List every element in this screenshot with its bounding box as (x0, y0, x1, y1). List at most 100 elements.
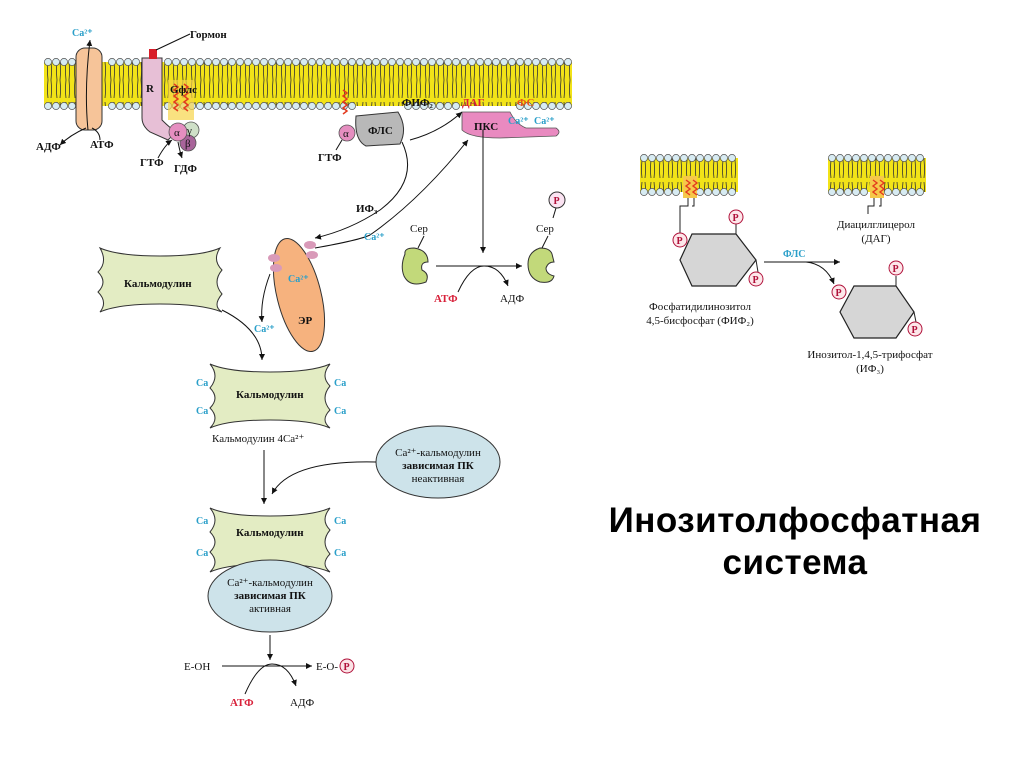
lipid-head (436, 102, 444, 110)
g-protein: Gфлс α γ β ГТФ ГДФ (140, 80, 200, 175)
adp-label-ser: АДФ (500, 293, 524, 305)
lipid-head (260, 58, 268, 66)
lipid-head (212, 58, 220, 66)
ip3-phosphate: P (836, 288, 842, 299)
lipid-head (404, 58, 412, 66)
lipid-head (236, 102, 244, 110)
ca-site: Ca (196, 378, 208, 389)
lipid-head (704, 154, 712, 162)
lipid-head (452, 58, 460, 66)
lipid-head (720, 154, 728, 162)
lipid-head (476, 58, 484, 66)
lipid-head (420, 102, 428, 110)
dag-label: ДАГ (462, 97, 485, 109)
lipid-head (908, 188, 916, 196)
lipid-head (332, 102, 340, 110)
protein-kinase-c: ДАГ ФС ПКС Ca²⁺ Ca²⁺ (409, 97, 560, 141)
second-messenger-arrows: ИФ₃ Ca²⁺ (314, 130, 486, 253)
lipid-head (356, 58, 364, 66)
complex-calmodulin-label: Кальмодулин (236, 527, 304, 539)
adp-label-final: АДФ (290, 697, 314, 709)
lipid-head (444, 58, 452, 66)
lipid-head (332, 58, 340, 66)
lipid-head (340, 58, 348, 66)
lipid-head (540, 102, 548, 110)
ps-label: ФС (517, 97, 534, 109)
lipid-head (412, 102, 420, 110)
pip2-inositol-ring: P P P Фосфатидилинозитол 4,5-бисфосфат (… (646, 209, 764, 327)
lipid-head (680, 154, 688, 162)
lipid-head (892, 154, 900, 162)
phosphate-icon (728, 209, 744, 225)
lipid-head (412, 58, 420, 66)
lipid-head (276, 102, 284, 110)
lipid-head (324, 102, 332, 110)
lipid-head (884, 188, 892, 196)
lipid-head (364, 58, 372, 66)
ca-site: Ca (196, 548, 208, 559)
lipid-head (44, 102, 52, 110)
atp-label: АТФ (90, 139, 114, 151)
lipid-head (460, 58, 468, 66)
pip2-caption-line1: Фосфатидилинозитол (649, 301, 751, 313)
lipid-head (532, 102, 540, 110)
ip3-phosphate: P (893, 264, 899, 275)
plc-reaction-arrow: ФЛС (764, 249, 840, 285)
calmodulin-ca-bound: Кальмодулин Ca Ca Ca Ca Кальмодулин 4Ca²… (196, 363, 346, 504)
lipid-head (556, 58, 564, 66)
plc-enzyme-label: ФЛС (783, 249, 806, 260)
lipid-head (524, 58, 532, 66)
phosphate-icon (339, 658, 355, 674)
serine-phosphorylation-reaction: Сер АТФ АДФ Сер P (401, 191, 566, 305)
g-protein-label: Gфлс (170, 84, 197, 96)
lipid-head (640, 154, 648, 162)
lipid-head (860, 188, 868, 196)
lipid-head (308, 102, 316, 110)
ca-site: Ca (334, 548, 346, 559)
lipid-head (452, 102, 460, 110)
lipid-head (548, 58, 556, 66)
kinase-inactive-line3: неактивная (412, 473, 465, 485)
hormone-receptor: Гормон R (141, 29, 227, 141)
hormone-label: Гормон (190, 29, 227, 41)
gtp-label: ГТФ (140, 157, 164, 169)
phosphate-icon (888, 260, 904, 276)
dag-caption-line2: (ДАГ) (861, 233, 890, 245)
lipid-head (648, 154, 656, 162)
lipid-head (220, 102, 228, 110)
pkc-label: ПКС (474, 121, 498, 133)
lipid-head (300, 58, 308, 66)
lipid-head (672, 188, 680, 196)
lipid-head (388, 58, 396, 66)
lipid-head (236, 58, 244, 66)
er-ca-label: Ca²⁺ (288, 274, 309, 285)
lipid-head (564, 102, 572, 110)
lipid-head (892, 188, 900, 196)
calmodulin-kinase-complex: Кальмодулин Ca Ca Ca Ca Ca²⁺-кальмодулин… (196, 507, 346, 633)
lipid-head (704, 188, 712, 196)
substrate-label: E-OH (184, 661, 210, 673)
ip3-caption-line2: (ИФ₃) (856, 363, 884, 375)
lipid-head (220, 58, 228, 66)
lipid-head (316, 102, 324, 110)
protein-left (401, 247, 429, 285)
er-label: ЭР (298, 315, 312, 327)
pkc-ca-1: Ca²⁺ (508, 116, 529, 127)
lipid-head (868, 154, 876, 162)
lipid-head (516, 102, 524, 110)
alpha-subunit-2: α (343, 128, 349, 140)
gdp-label: ГДФ (174, 163, 197, 175)
lipid-head (508, 58, 516, 66)
lipid-head (548, 102, 556, 110)
lipid-head (308, 58, 316, 66)
lipid-head (404, 102, 412, 110)
lipid-head (656, 154, 664, 162)
lipid-head (316, 58, 324, 66)
ip3-label: ИФ₃ (356, 203, 378, 215)
ca-site: Ca (196, 516, 208, 527)
pip2-label: ФИФ₂ (402, 97, 433, 109)
phosphate-label: P (344, 662, 350, 673)
lipid-head (300, 102, 308, 110)
lipid-head (324, 58, 332, 66)
lipid-head (68, 102, 76, 110)
